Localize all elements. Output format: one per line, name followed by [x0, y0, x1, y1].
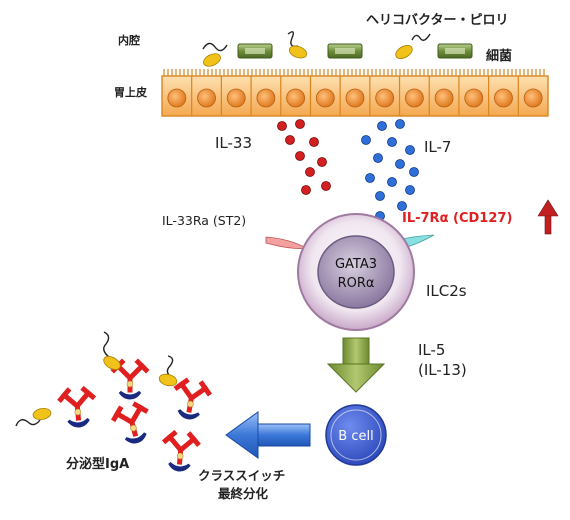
il7-dot	[405, 185, 415, 195]
epithelial-nucleus	[434, 88, 454, 108]
epithelial-nucleus	[464, 88, 484, 108]
h-pylori-icon	[158, 355, 178, 387]
iga-antibody-icon	[161, 429, 201, 472]
il7ra-label: IL-7Rα (CD127)	[402, 211, 512, 226]
rod-bacterium-core	[445, 48, 465, 54]
epithelial-nucleus	[226, 88, 246, 108]
il7-dots	[361, 119, 419, 221]
il5-label: IL-5	[418, 341, 445, 359]
il7-dot	[409, 167, 419, 177]
rod-bacterium-core	[245, 48, 265, 54]
bacteria-label: 細菌	[486, 48, 512, 64]
il7-dot	[377, 121, 387, 131]
il13-label: (IL-13)	[418, 361, 467, 379]
il7-dot	[405, 145, 415, 155]
ilc2-label: ILC2s	[426, 282, 467, 300]
epithelium-band	[161, 75, 549, 117]
lumen-label: 内腔	[118, 33, 140, 47]
epithelial-nucleus	[197, 88, 216, 108]
epithelial-nucleus	[523, 88, 543, 108]
il33-receptor	[265, 236, 308, 249]
gastric-epithelium	[161, 69, 549, 117]
rod-bacterium-core	[335, 48, 355, 54]
gata3-label: GATA3	[335, 257, 377, 272]
il33-label: IL-33	[215, 134, 252, 152]
il33-dot	[295, 119, 305, 129]
epithelial-nucleus	[167, 88, 187, 108]
il7-dot	[387, 137, 397, 147]
epithelial-nucleus	[286, 88, 306, 108]
bacteria-name-label: ヘリコバクター・ピロリ	[366, 13, 508, 28]
il7-dot	[365, 173, 375, 183]
epithelial-nucleus	[256, 88, 276, 108]
h-pylori-bottom	[15, 331, 178, 427]
epithelial-nucleus	[375, 88, 395, 108]
b-cell: B cell	[325, 404, 387, 466]
il33-dot	[295, 151, 305, 161]
iga-antibody-icon	[57, 385, 97, 428]
il7-dot	[395, 159, 405, 169]
class-switch-label: クラススイッチ	[198, 468, 285, 483]
il33-dot	[309, 137, 319, 147]
terminal-differentiation-label: 最終分化	[218, 486, 269, 501]
epithelial-nucleus	[345, 88, 365, 108]
il33-dot	[317, 157, 327, 167]
il7-dot	[397, 201, 407, 211]
rod-bacteria	[237, 43, 473, 59]
epithelium-label: 胃上皮	[114, 85, 147, 99]
secretory-iga-label: 分泌型IgA	[66, 456, 129, 472]
h-pylori-icon	[287, 31, 308, 59]
iga-antibodies	[57, 358, 213, 472]
epithelial-nucleus	[494, 88, 513, 108]
h-pylori-icon	[395, 33, 431, 59]
il33-dots	[277, 119, 331, 195]
down-arrow-icon	[326, 337, 386, 393]
h-pylori-top	[202, 31, 431, 67]
iga-antibody-icon	[173, 377, 213, 420]
epithelial-nucleus	[315, 88, 335, 108]
il7-dot	[387, 177, 397, 187]
il33-dot	[305, 167, 315, 177]
il7-dot	[375, 191, 385, 201]
il33-dot	[285, 135, 295, 145]
rora-label: RORα	[338, 276, 375, 291]
il7-label: IL-7	[424, 138, 451, 156]
h-pylori-icon	[103, 331, 121, 370]
il7-dot	[361, 135, 371, 145]
h-pylori-icon	[15, 407, 52, 427]
il7-dot	[373, 153, 383, 163]
up-arrow-icon	[537, 199, 559, 235]
epithelial-nucleus	[404, 88, 424, 108]
ilc2-cell: GATA3 RORα	[297, 213, 415, 331]
il33-dot	[301, 185, 311, 195]
il7-dot	[395, 119, 405, 129]
bcell-label: B cell	[338, 429, 373, 444]
h-pylori-icon	[202, 42, 228, 67]
il33-dot	[277, 121, 287, 131]
il33ra-label: IL-33Ra (ST2)	[162, 213, 246, 228]
iga-antibody-icon	[110, 401, 149, 444]
il33-dot	[321, 181, 331, 191]
left-arrow-icon	[225, 411, 311, 459]
